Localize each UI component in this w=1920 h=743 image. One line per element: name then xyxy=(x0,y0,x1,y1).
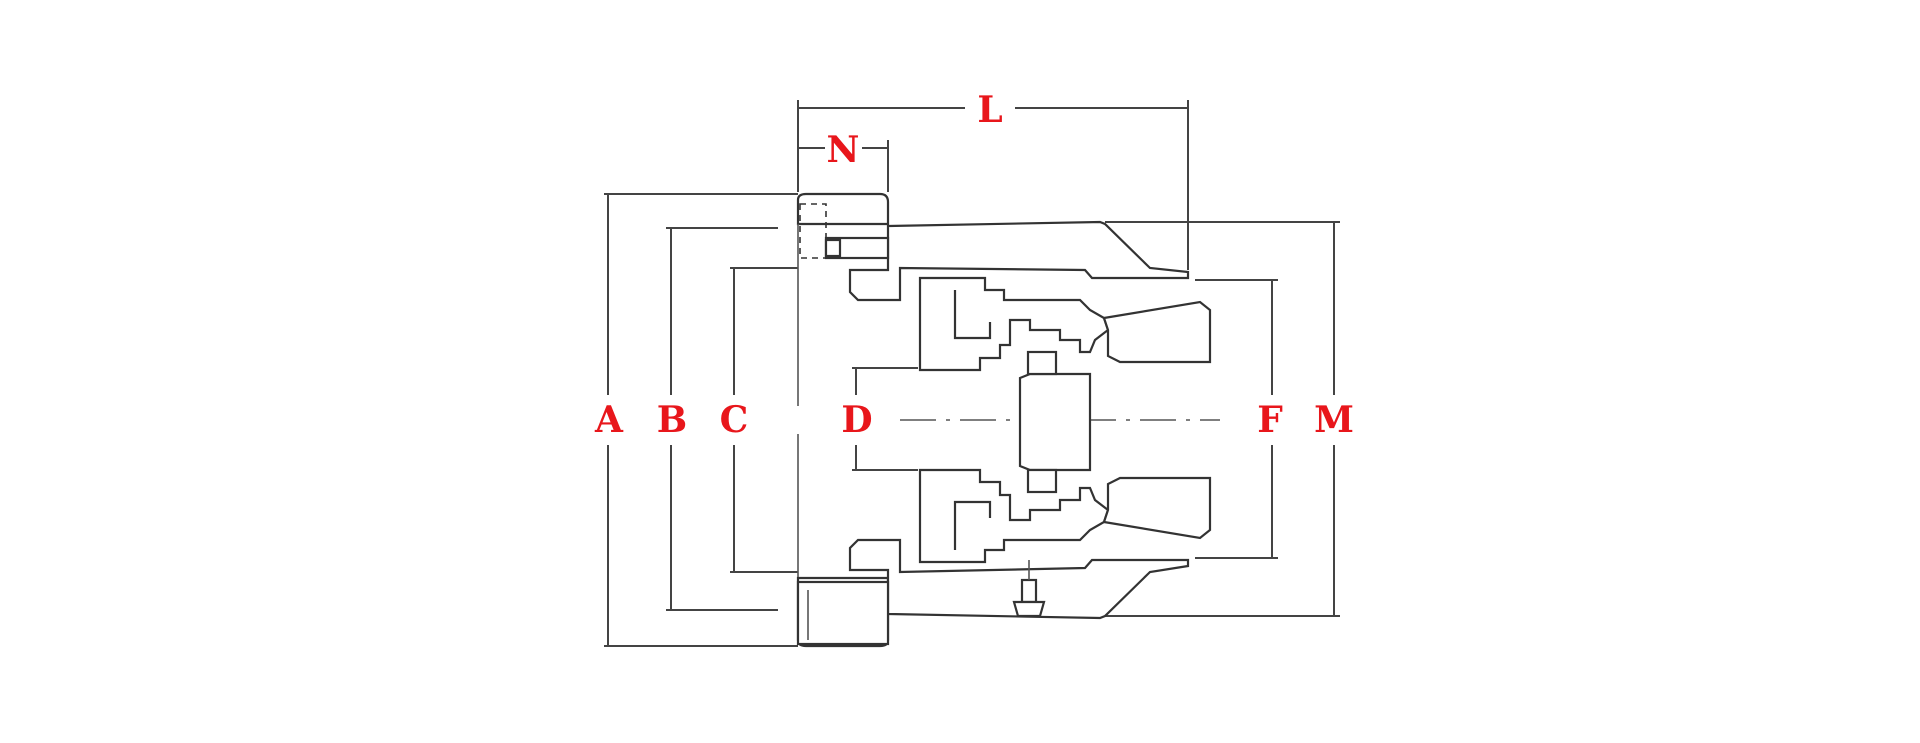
label-b: B xyxy=(657,399,687,441)
dimension-lines xyxy=(604,100,1340,647)
label-c: C xyxy=(720,399,749,441)
dimension-labels: A B C D F M L N xyxy=(594,89,1354,441)
chuck-body xyxy=(796,192,1212,648)
label-f: F xyxy=(1257,399,1283,441)
label-n: N xyxy=(827,129,860,171)
label-l: L xyxy=(977,89,1002,131)
label-d: D xyxy=(841,399,872,441)
label-a: A xyxy=(594,399,624,441)
label-m: M xyxy=(1314,399,1354,441)
